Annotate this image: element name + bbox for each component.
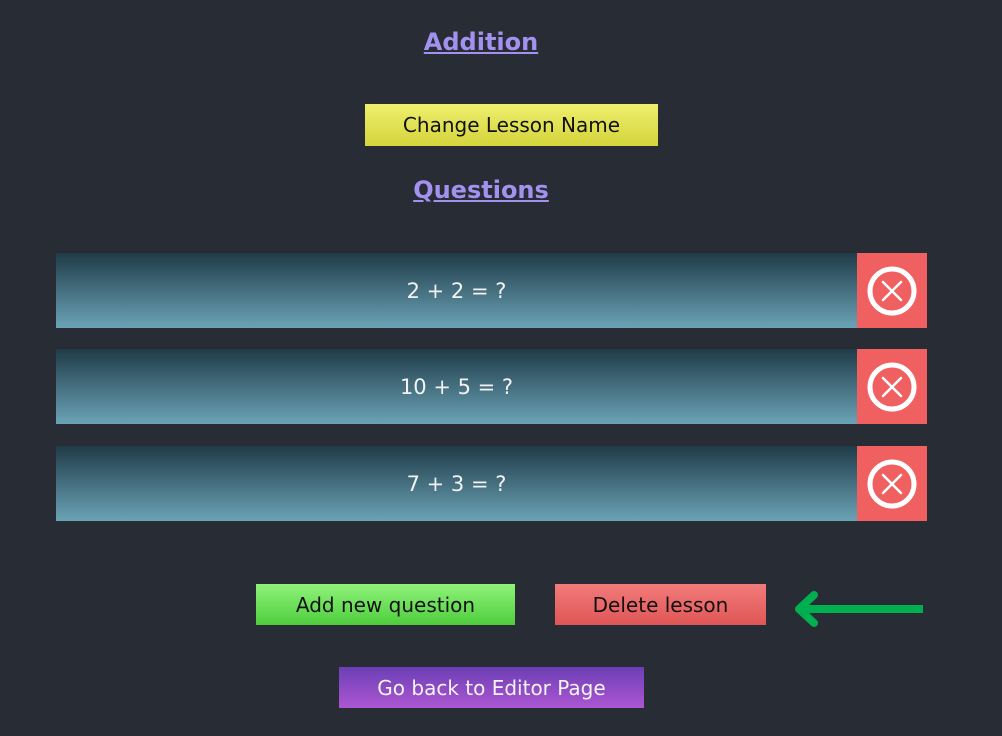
delete-lesson-button[interactable]: Delete lesson — [555, 584, 766, 625]
question-text: 10 + 5 = ? — [399, 374, 514, 399]
close-circle-icon — [867, 459, 917, 508]
question-item[interactable]: 7 + 3 = ? — [56, 446, 857, 521]
delete-question-button[interactable] — [857, 349, 927, 424]
go-back-editor-button[interactable]: Go back to Editor Page — [339, 667, 644, 708]
close-circle-icon — [867, 266, 917, 315]
question-text: 2 + 2 = ? — [406, 278, 507, 303]
questions-heading: Questions — [413, 176, 549, 204]
question-row: 7 + 3 = ? — [56, 446, 927, 521]
delete-question-button[interactable] — [857, 446, 927, 521]
lesson-title: Addition — [423, 28, 539, 56]
question-item[interactable]: 10 + 5 = ? — [56, 349, 857, 424]
add-new-question-button[interactable]: Add new question — [256, 584, 515, 625]
question-row: 10 + 5 = ? — [56, 349, 927, 424]
question-row: 2 + 2 = ? — [56, 253, 927, 328]
arrow-left-icon — [795, 591, 923, 627]
change-lesson-name-button[interactable]: Change Lesson Name — [365, 104, 658, 146]
delete-question-button[interactable] — [857, 253, 927, 328]
close-circle-icon — [867, 362, 917, 411]
question-item[interactable]: 2 + 2 = ? — [56, 253, 857, 328]
question-text: 7 + 3 = ? — [406, 471, 507, 496]
